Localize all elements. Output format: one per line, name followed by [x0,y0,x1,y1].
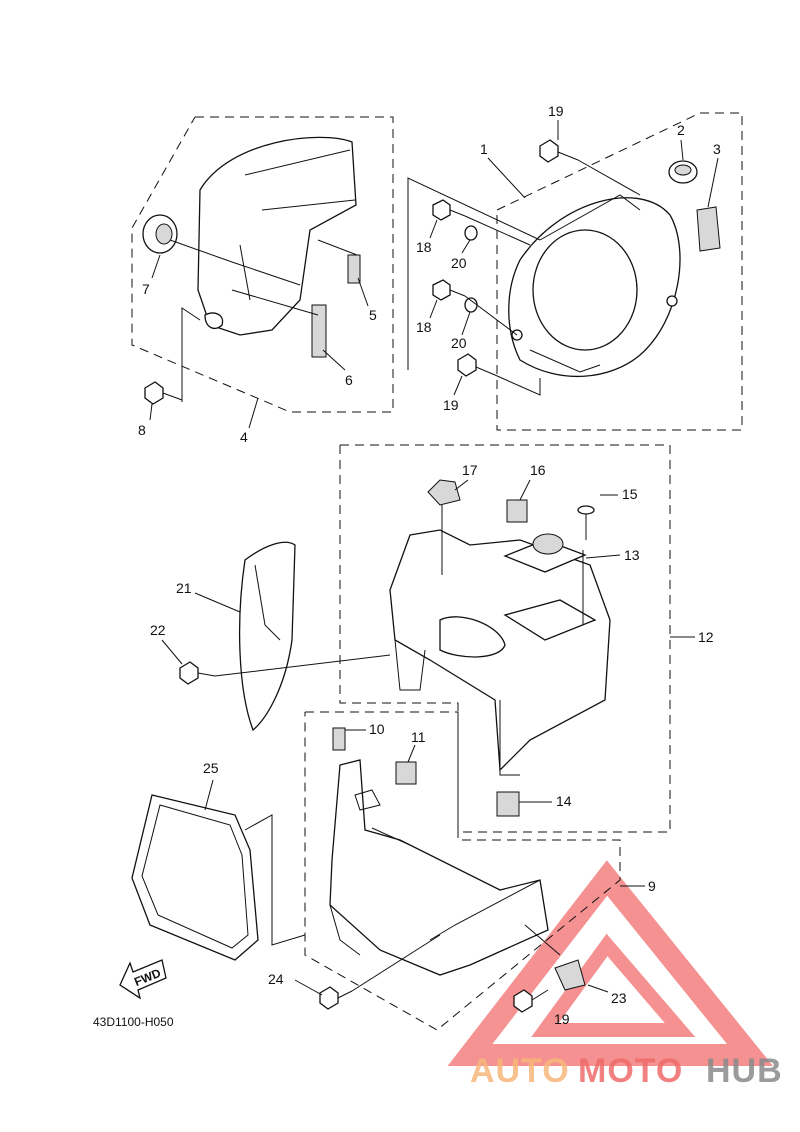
callout-2: 2 [677,122,685,138]
watermark-text: AUTO MOTO HUB [470,1052,783,1090]
callout-19-bottom: 19 [554,1011,570,1027]
callout-20-upper: 20 [451,255,467,271]
group-fan-housing [179,444,671,833]
part-clip-17 [427,479,461,506]
callout-13: 13 [624,547,640,563]
watermark-auto: AUTO [470,1052,570,1090]
part-clip-14 [496,791,520,817]
part-bolt-18-upper [432,199,466,221]
group-air-shroud-right [407,112,743,431]
part-shroud-cover-left [197,136,357,336]
part-pad-5 [347,254,361,284]
callout-25: 25 [203,760,219,776]
drawing-code: 43D1100-H050 [93,1015,174,1029]
part-label-3 [696,206,721,252]
group-lower-housing [119,711,621,1031]
callout-21: 21 [176,580,192,596]
callout-12: 12 [698,629,714,645]
part-clip-10 [332,727,346,751]
part-bolt-19-bottom [513,989,549,1013]
part-bolt-19-lower [457,353,496,377]
callout-18-lower: 18 [416,319,432,335]
callout-20-lower: 20 [451,335,467,351]
part-washer-20-upper [464,225,478,241]
callout-5: 5 [369,307,377,323]
part-pad-6 [311,304,327,358]
part-bolt-8 [144,381,183,405]
callout-15: 15 [622,486,638,502]
part-clip-16 [506,499,528,523]
watermark-moto: MOTO [578,1052,683,1090]
callout-9: 9 [648,878,656,894]
callout-10: 10 [369,721,385,737]
callout-17: 17 [462,462,478,478]
callout-22: 22 [150,622,166,638]
part-screw-15 [577,505,595,540]
leader-lines [149,120,719,996]
part-grommet-2 [668,160,698,184]
callout-23: 23 [611,990,627,1006]
part-deflector-21 [238,541,296,732]
part-bolt-19-top [539,139,579,163]
callout-11: 11 [411,729,426,745]
callout-3: 3 [713,141,721,157]
callout-labels: 1 2 3 4 5 6 7 8 9 10 11 12 13 14 15 16 1… [138,103,721,1027]
callout-7: 7 [142,281,150,297]
callout-19-middle: 19 [443,397,459,413]
callout-4: 4 [240,429,248,445]
fwd-arrow-icon [119,959,167,1000]
callout-8: 8 [138,422,146,438]
part-bolt-18-lower [432,279,466,301]
part-clip-23 [554,959,586,991]
part-bolt-24 [319,986,353,1010]
callout-1: 1 [480,141,488,157]
callout-18-upper: 18 [416,239,432,255]
part-damper-13 [503,533,587,573]
group-air-shroud-left [131,116,394,413]
callout-14: 14 [556,793,572,809]
watermark-hub: HUB [706,1052,783,1090]
part-clip-11 [395,761,417,785]
part-grommet-7 [142,214,178,254]
callout-19-top: 19 [548,103,564,119]
callout-16: 16 [530,462,546,478]
callout-6: 6 [345,372,353,388]
part-bolt-22 [179,661,216,685]
callout-24: 24 [268,971,284,987]
watermark-triangle-outer [447,860,774,1066]
part-gasket-25 [131,794,259,961]
